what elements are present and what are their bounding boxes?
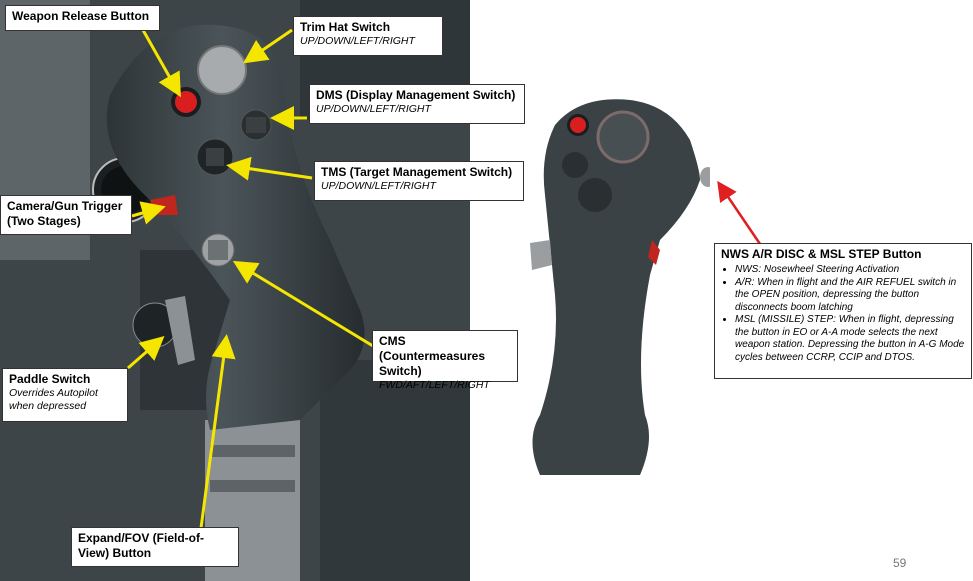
tms-title: TMS (Target Management Switch) bbox=[321, 165, 513, 179]
nws-bullet: NWS: Nosewheel Steering Activation bbox=[735, 264, 965, 277]
cms-title: CMS (Countermeasures Switch) bbox=[379, 334, 486, 378]
callout-paddle: Paddle Switch Overrides Autopilot when d… bbox=[2, 368, 128, 422]
weapon-release-title: Weapon Release Button bbox=[12, 9, 150, 23]
arrow-nws bbox=[717, 180, 762, 245]
callout-nws: NWS A/R DISC & MSL STEP Button NWS: Nose… bbox=[714, 243, 972, 379]
nws-bullet: MSL (MISSILE) STEP: When in flight, depr… bbox=[735, 314, 965, 364]
dms-subtitle: UP/DOWN/LEFT/RIGHT bbox=[316, 103, 431, 115]
dms-title: DMS (Display Management Switch) bbox=[316, 88, 516, 102]
callout-dms: DMS (Display Management Switch) UP/DOWN/… bbox=[309, 84, 525, 124]
stick-side-photo bbox=[520, 95, 716, 480]
callout-cms: CMS (Countermeasures Switch) FWD/AFT/LEF… bbox=[372, 330, 518, 391]
expand-fov-title: Expand/FOV (Field-of-View) Button bbox=[78, 531, 204, 560]
callout-tms: TMS (Target Management Switch) UP/DOWN/L… bbox=[314, 161, 524, 201]
trim-hat-subtitle: UP/DOWN/LEFT/RIGHT bbox=[300, 35, 415, 47]
callout-weapon-release: Weapon Release Button bbox=[5, 5, 160, 31]
tms-subtitle: UP/DOWN/LEFT/RIGHT bbox=[321, 180, 436, 192]
paddle-subtitle: Overrides Autopilot when depressed bbox=[9, 387, 98, 412]
trim-hat-title: Trim Hat Switch bbox=[300, 20, 391, 34]
callout-trim-hat: Trim Hat Switch UP/DOWN/LEFT/RIGHT bbox=[293, 16, 443, 56]
cms-subtitle: FWD/AFT/LEFT/RIGHT bbox=[379, 379, 490, 391]
camera-trigger-title: Camera/Gun Trigger (Two Stages) bbox=[7, 199, 123, 228]
callout-expand-fov: Expand/FOV (Field-of-View) Button bbox=[71, 527, 239, 567]
stick-side-illustration bbox=[530, 99, 716, 476]
paddle-title: Paddle Switch bbox=[9, 372, 91, 386]
nws-title: NWS A/R DISC & MSL STEP Button bbox=[721, 247, 922, 261]
callout-camera-trigger: Camera/Gun Trigger (Two Stages) bbox=[0, 195, 132, 235]
page-number: 59 bbox=[893, 556, 907, 570]
nws-bullet-list: NWS: Nosewheel Steering Activation A/R: … bbox=[721, 264, 965, 364]
nws-bullet: A/R: When in flight and the AIR REFUEL s… bbox=[735, 277, 965, 315]
